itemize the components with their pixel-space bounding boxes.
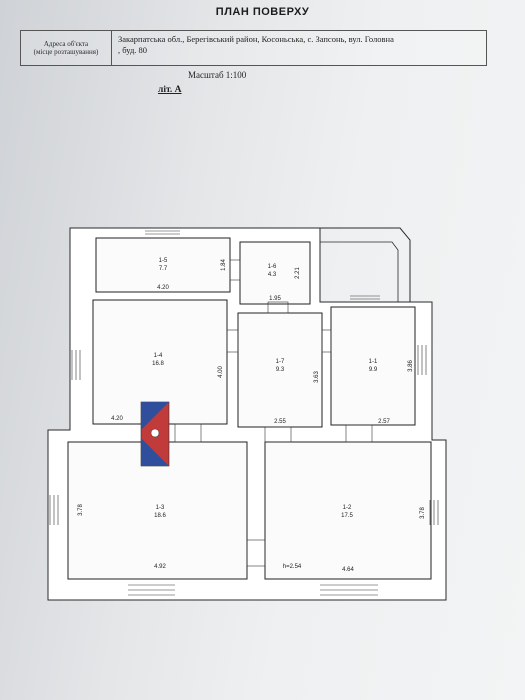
door-1-3-1-2 <box>246 539 266 567</box>
room-1-5-area: 7.7 <box>159 266 168 272</box>
window-right-upper <box>417 345 427 375</box>
room-1-6-area: 4.3 <box>268 272 277 278</box>
room-1-4-area: 16.8 <box>152 361 164 367</box>
dim-1-3-width: 4.92 <box>154 564 166 570</box>
dim-1-2-height: 3.78 <box>420 507 426 519</box>
room-1-1-area: 9.9 <box>369 367 378 373</box>
window-top <box>145 230 180 235</box>
window-veranda <box>350 295 380 300</box>
room-1-1 <box>330 306 416 426</box>
window-left-upper <box>71 350 81 380</box>
address-value-line2: , буд. 80 <box>118 45 148 55</box>
door-1-7-1-1 <box>321 329 332 353</box>
address-table: Адреса об'єкта (місце розташування) Зака… <box>20 30 487 66</box>
room-1-7 <box>237 312 323 428</box>
doors <box>174 259 373 567</box>
room-1-7-area: 9.3 <box>276 367 285 373</box>
room-1-3-area: 18.6 <box>154 513 166 519</box>
address-label-line1: Адреса об'єкта <box>43 40 89 48</box>
room-1-6-id: 1-6 <box>268 264 277 270</box>
room-1-2-id: 1-2 <box>343 505 352 511</box>
stove-icon <box>140 401 170 467</box>
door-1-1 <box>345 424 373 443</box>
door-1-5 <box>229 259 241 281</box>
room-1-2-area: 17.5 <box>341 513 353 519</box>
room-1-2 <box>264 441 432 580</box>
door-1-4-1-3 <box>174 423 202 443</box>
dim-1-4-width: 4.20 <box>111 416 123 422</box>
room-labels: 1-5 7.7 1-6 4.3 1-4 16.8 1-7 9.3 1-1 9.9… <box>152 258 378 519</box>
dim-1-4-height: 4.00 <box>218 366 224 378</box>
address-value-line1: Закарпатська обл., Берегівський район, К… <box>118 34 394 44</box>
room-1-5 <box>95 237 231 293</box>
room-1-5-id: 1-5 <box>159 258 168 264</box>
address-value: Закарпатська обл., Берегівський район, К… <box>112 31 486 65</box>
window-bottom-left <box>128 584 175 596</box>
dim-1-6-width: 1.95 <box>269 296 281 302</box>
dim-1-5-height: 1.84 <box>221 259 227 271</box>
room-1-3-id: 1-3 <box>156 505 165 511</box>
windows <box>49 230 439 596</box>
veranda-outline <box>320 227 411 302</box>
building-letter: літ. А <box>158 85 182 95</box>
dim-1-7-height: 3.63 <box>314 371 320 383</box>
page-title: ПЛАН ПОВЕРХУ <box>215 6 310 18</box>
dim-1-2-width: 4.64 <box>342 567 354 573</box>
door-1-4-1-7 <box>226 329 239 353</box>
dim-1-1-height: 3.86 <box>408 360 414 372</box>
room-1-6 <box>239 241 311 305</box>
door-1-7 <box>264 426 292 443</box>
dim-1-1-width: 2.57 <box>378 419 390 425</box>
room-1-7-id: 1-7 <box>276 359 285 365</box>
window-bottom-right <box>320 584 378 596</box>
room-1-1-id: 1-1 <box>369 359 378 365</box>
dim-1-6-height: 2.21 <box>295 267 301 279</box>
veranda-inner <box>320 241 399 302</box>
dim-1-5-width: 4.20 <box>157 285 169 291</box>
dim-1-3-height: 3.78 <box>78 504 84 516</box>
window-right-lower <box>429 500 439 525</box>
scale-label: Масштаб 1:100 <box>188 70 247 80</box>
address-label-line2: (місце розташування) <box>33 48 99 56</box>
ceiling-height: h=2.54 <box>283 564 302 570</box>
dim-1-7-width: 2.55 <box>274 419 286 425</box>
window-left-lower <box>49 495 59 525</box>
door-1-6 <box>267 301 289 314</box>
address-label: Адреса об'єкта (місце розташування) <box>21 31 112 65</box>
dimension-labels: 4.20 1.84 1.95 2.21 4.20 4.00 2.55 3.63 … <box>78 259 426 573</box>
room-1-4-id: 1-4 <box>154 353 163 359</box>
